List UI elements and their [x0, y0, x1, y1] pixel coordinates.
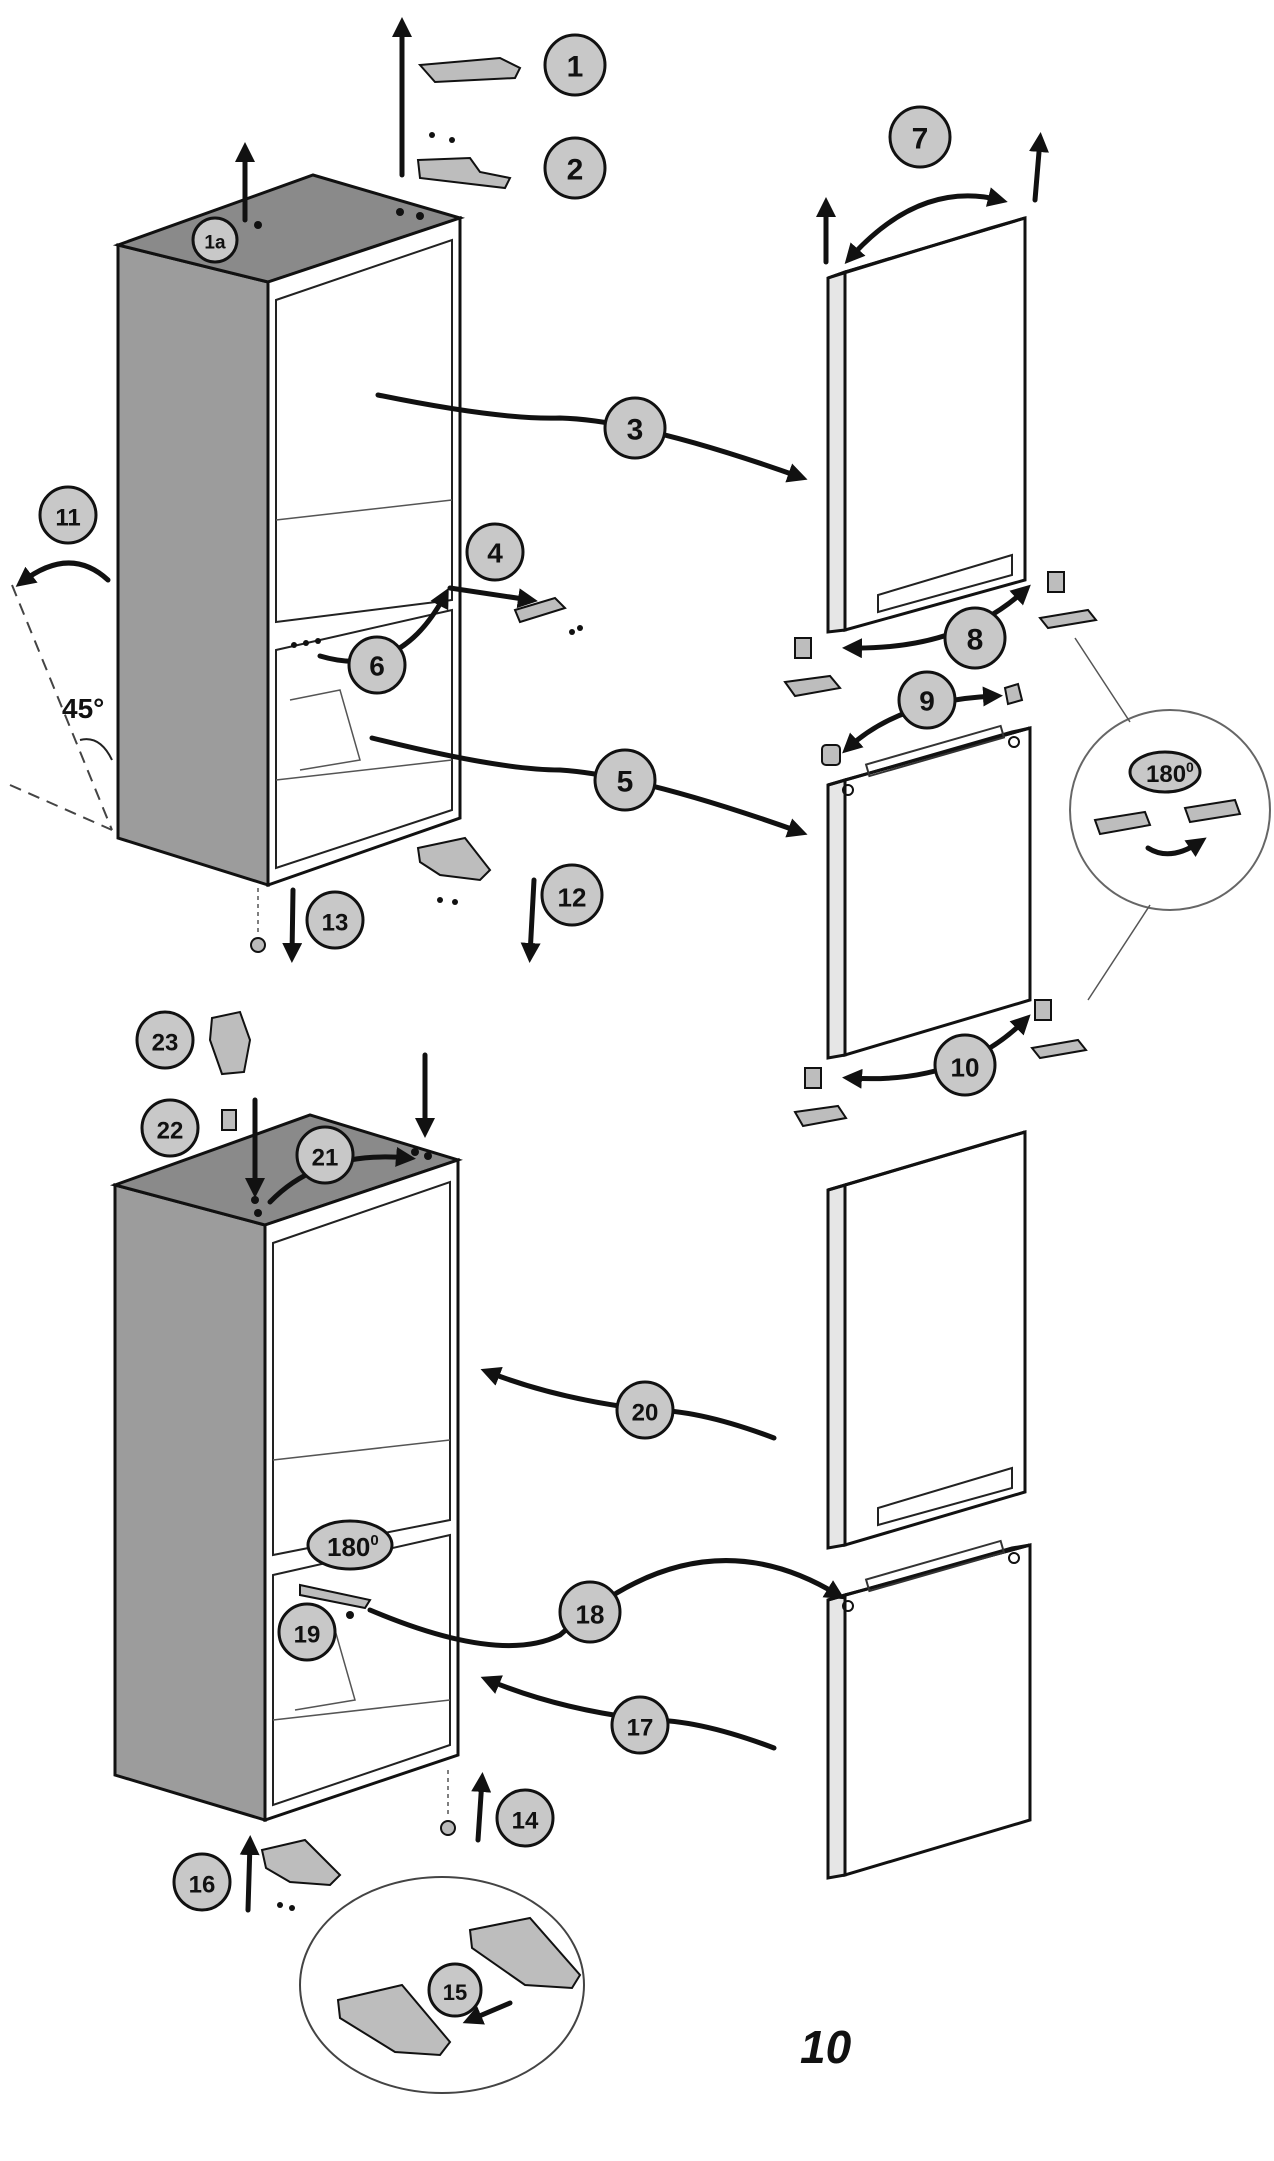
foot-screw-bottom — [440, 1770, 456, 1836]
svg-text:15: 15 — [443, 1980, 467, 2005]
rotation-badge-bottom: 1800 — [306, 1519, 394, 1571]
svg-text:21: 21 — [312, 1145, 339, 1172]
middle-hinge-part — [513, 596, 583, 635]
bottom-cabinet-side — [113, 1183, 267, 1823]
bottom-hinge-bottom — [260, 1838, 342, 1911]
callout-22: 22 — [140, 1098, 200, 1158]
callout-9: 9 — [897, 670, 957, 730]
lower-door-bottom — [826, 1539, 1032, 1880]
svg-text:19: 19 — [294, 1622, 321, 1649]
bottom-hinge-part — [416, 836, 492, 905]
svg-text:2: 2 — [567, 153, 584, 186]
door-bracket-left-mid — [793, 1067, 848, 1128]
top-hinge-part — [416, 132, 512, 190]
callout-19: 19 — [277, 1602, 337, 1662]
callout-11: 11 — [38, 485, 98, 545]
svg-text:5: 5 — [617, 765, 634, 798]
svg-text:13: 13 — [322, 910, 349, 937]
callout-21: 21 — [295, 1125, 355, 1185]
svg-text:3: 3 — [627, 413, 644, 446]
svg-text:7: 7 — [912, 122, 929, 155]
svg-text:6: 6 — [369, 651, 385, 682]
callout-15: 15 — [427, 1962, 483, 2018]
svg-text:20: 20 — [632, 1400, 659, 1427]
callout-20: 20 — [615, 1380, 675, 1440]
callout-13: 13 — [305, 890, 365, 950]
top-cover-part — [417, 56, 522, 84]
callout-8: 8 — [943, 606, 1007, 670]
svg-text:8: 8 — [967, 623, 984, 656]
callout-17: 17 — [610, 1695, 670, 1755]
middle-hinge-bottom — [299, 1583, 372, 1619]
svg-text:1: 1 — [567, 50, 584, 83]
hinge-rotation-inset — [1069, 637, 1271, 1001]
svg-text:22: 22 — [157, 1118, 184, 1145]
svg-text:1800: 1800 — [1146, 759, 1194, 788]
top-cabinet-side — [116, 243, 270, 888]
callout-5: 5 — [593, 748, 657, 812]
upper-door-bottom — [826, 1129, 1027, 1550]
svg-text:1800: 1800 — [327, 1532, 379, 1562]
callout-1a: 1a — [191, 216, 239, 264]
svg-text:10: 10 — [951, 1052, 980, 1082]
callout-6: 6 — [347, 635, 407, 695]
top-cabinet — [112, 173, 466, 888]
svg-text:4: 4 — [487, 538, 503, 569]
callout-4: 4 — [465, 522, 525, 582]
callout-3: 3 — [603, 396, 667, 460]
bottom-cabinet — [109, 1113, 463, 1823]
svg-text:23: 23 — [152, 1030, 179, 1057]
svg-text:1a: 1a — [204, 232, 226, 253]
svg-text:11: 11 — [55, 505, 80, 532]
callout-1: 1 — [543, 33, 607, 97]
callout-7: 7 — [888, 105, 952, 169]
svg-text:17: 17 — [627, 1715, 654, 1742]
handle-part — [208, 1010, 252, 1131]
upper-door-top — [826, 215, 1027, 634]
angle-label: 45° — [62, 693, 104, 724]
rotation-badge-top: 1800 — [1128, 750, 1202, 794]
callout-2: 2 — [543, 136, 607, 200]
svg-text:12: 12 — [558, 882, 587, 912]
door-bracket-right-mid — [1030, 999, 1088, 1060]
foot-screw-top — [250, 888, 266, 953]
callout-23: 23 — [135, 1010, 195, 1070]
door-bracket-left-top — [783, 637, 842, 698]
tilt-guide: 45° — [9, 584, 113, 831]
bottom-cabinet-front — [263, 1157, 460, 1823]
callout-10: 10 — [933, 1033, 997, 1097]
callout-16: 16 — [172, 1852, 232, 1912]
door-bracket-right-top — [1038, 571, 1098, 630]
callout-14: 14 — [495, 1788, 555, 1848]
door-stop-parts — [821, 682, 1024, 766]
svg-text:18: 18 — [576, 1599, 605, 1629]
page-number: 10 — [800, 2021, 852, 2073]
svg-text:9: 9 — [919, 686, 935, 717]
svg-text:16: 16 — [189, 1872, 216, 1899]
top-cabinet-front — [266, 215, 462, 888]
callout-12: 12 — [540, 863, 604, 927]
lower-door-top — [826, 724, 1032, 1060]
callout-18: 18 — [558, 1580, 622, 1644]
svg-text:14: 14 — [512, 1808, 539, 1835]
